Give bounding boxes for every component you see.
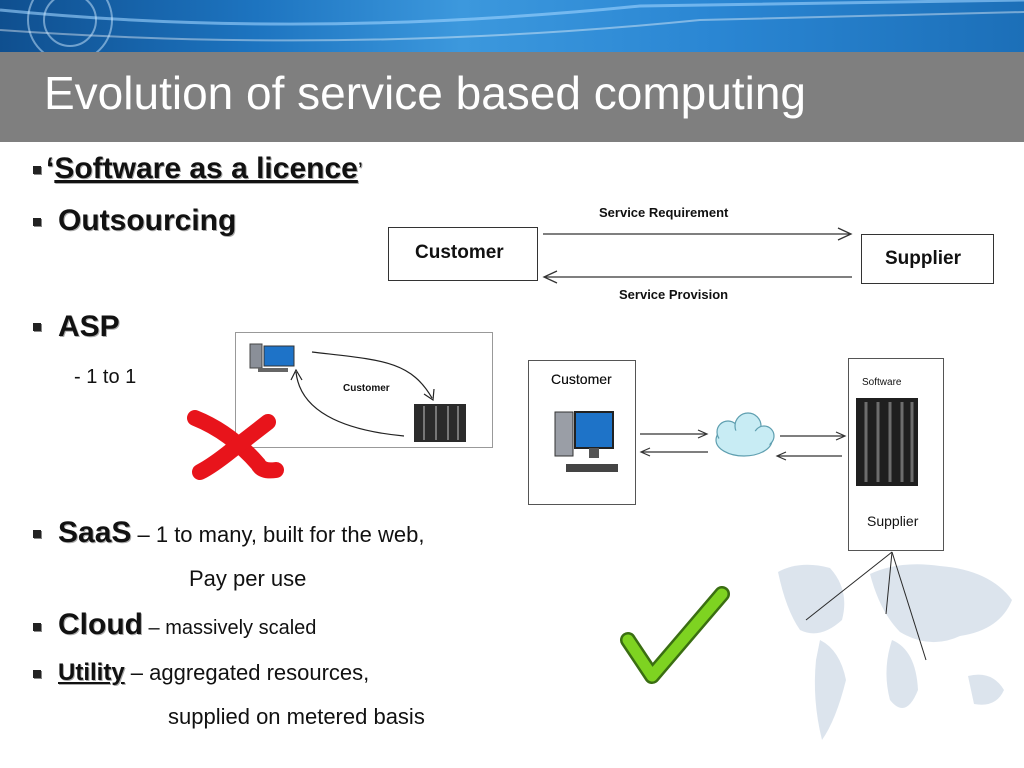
saas-supplier-label: Supplier bbox=[867, 513, 919, 529]
outsourcing-customer-box: Customer bbox=[388, 227, 538, 281]
arrows-right bbox=[775, 431, 847, 461]
bullet-marker bbox=[33, 670, 41, 678]
server-rack-icon bbox=[856, 398, 918, 486]
bullet-utility: Utility – aggregated resources, bbox=[58, 659, 369, 687]
bullet-saas: SaaS – 1 to many, built for the web, bbox=[58, 516, 424, 550]
computer-icon bbox=[554, 411, 618, 472]
software-label: Software bbox=[862, 377, 902, 388]
computer-icon bbox=[249, 343, 295, 372]
cloud-text: – massively scaled bbox=[142, 617, 317, 639]
service-provision-label: Service Provision bbox=[619, 287, 729, 302]
saas-text: – 1 to many, built for the web, bbox=[131, 522, 425, 547]
close-quote: ’ bbox=[357, 158, 363, 183]
check-icon bbox=[620, 586, 730, 684]
open-quote: ‘ bbox=[46, 152, 55, 185]
server-icon bbox=[414, 404, 466, 442]
licence-text: Software as a licence bbox=[54, 152, 358, 185]
bullet-marker bbox=[33, 623, 41, 631]
title-bar bbox=[0, 52, 1024, 142]
bullet-marker bbox=[33, 166, 41, 174]
header-banner bbox=[0, 0, 1024, 56]
bullet-marker bbox=[33, 218, 41, 226]
asp-sub-text: 1 to 1 bbox=[86, 366, 137, 388]
outsourcing-customer-label: Customer bbox=[415, 242, 504, 263]
cross-icon bbox=[187, 410, 284, 480]
outsourcing-supplier-box: Supplier bbox=[861, 234, 994, 284]
bullet-marker bbox=[33, 530, 41, 538]
saas-label: SaaS bbox=[58, 516, 132, 549]
asp-sub-dash: - bbox=[74, 366, 81, 388]
utility-text: – aggregated resources, bbox=[124, 660, 370, 685]
bullet-cloud: Cloud – massively scaled bbox=[58, 608, 316, 642]
saas-line2: Pay per use bbox=[189, 566, 307, 591]
slide-title: Evolution of service based computing bbox=[44, 67, 806, 119]
saas-customer-label: Customer bbox=[551, 371, 612, 387]
bullet-licence: ‘Software as a licence’ bbox=[46, 152, 363, 186]
utility-label: Utility bbox=[58, 659, 125, 686]
asp-customer-label: Customer bbox=[343, 383, 390, 394]
cloud-label: Cloud bbox=[58, 608, 143, 641]
asp-sub: - 1 to 1 bbox=[74, 366, 136, 389]
bullet-outsourcing: Outsourcing bbox=[58, 204, 237, 237]
cloud-icon bbox=[715, 412, 775, 457]
arrows-left bbox=[639, 429, 709, 457]
world-map-icon bbox=[778, 551, 1012, 740]
service-requirement-label: Service Requirement bbox=[599, 205, 729, 220]
banner-decoration bbox=[0, 0, 1024, 56]
outsourcing-supplier-label: Supplier bbox=[885, 248, 962, 269]
bullet-marker bbox=[33, 323, 41, 331]
bullet-asp: ASP bbox=[58, 310, 120, 343]
utility-line2: supplied on metered basis bbox=[168, 704, 425, 729]
